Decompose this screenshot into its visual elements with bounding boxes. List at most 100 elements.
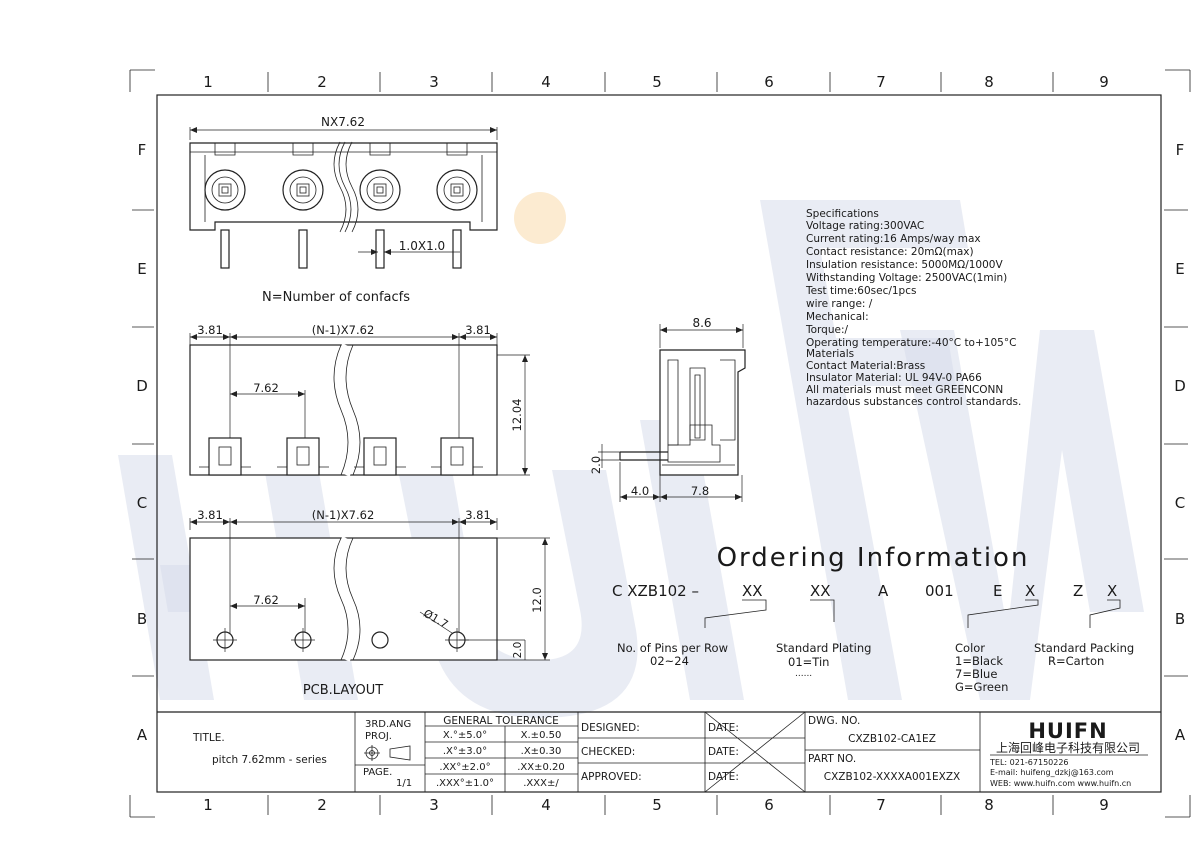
company-logo: HUIFN [1028, 719, 1107, 743]
order-code-z: Z [1073, 582, 1083, 600]
zone-row-a-right: A [1175, 726, 1186, 744]
pcb-height-dim: 12.0 [530, 587, 544, 613]
pin-size-dim: 1.0X1.0 [399, 239, 445, 253]
page-label: PAGE. [363, 767, 392, 778]
spec-line: Withstanding Voltage: 2500VAC(1min) [806, 272, 1007, 284]
company-name: 上海回峰电子科技有限公司 [996, 740, 1140, 755]
front-height-dim: 12.04 [510, 399, 524, 432]
zone-col-4-bottom: 4 [541, 796, 551, 814]
zone-row-b: B [137, 610, 147, 628]
zone-col-7: 7 [876, 73, 886, 91]
pcb-layout-title: PCB.LAYOUT [303, 683, 383, 698]
spec-line: wire range: / [806, 298, 873, 310]
tolerance-linear-2: .XX±0.20 [517, 762, 565, 773]
spec-line: Contact Material:Brass [806, 360, 925, 372]
spec-line: Operating temperature:-40°C to+105°C [806, 337, 1016, 349]
screw-square-inner [376, 186, 384, 194]
spec-line: Current rating:16 Amps/way max [806, 233, 981, 245]
screw-square-inner [453, 186, 461, 194]
sheet-border [129, 69, 1191, 818]
spec-line: Insulator Material: UL 94V-0 PA66 [806, 372, 982, 384]
spec-line: Mechanical: [806, 311, 869, 323]
zone-row-e-right: E [1175, 260, 1184, 278]
pcb-left-dim: 3.81 [197, 508, 223, 522]
zone-ticks [132, 72, 1188, 815]
zone-row-e: E [137, 260, 146, 278]
color-green: G=Green [955, 680, 1008, 694]
tolerance-angle-2: .XX°±2.0° [439, 762, 490, 773]
pcb-hole [371, 631, 389, 649]
spec-line: Specifications [806, 208, 879, 220]
tolerance-angle-0: X.°±5.0° [443, 730, 487, 741]
color-black: 1=Black [955, 654, 1003, 668]
zone-row-c: C [137, 494, 147, 512]
front-mid-dim: (N-1)X7.62 [312, 323, 375, 337]
tolerance-linear-3: .XXX±/ [523, 778, 559, 789]
top-view: NX7.62 1.0X1.0 N=Number of confacfs [189, 115, 498, 305]
terminal-slot [369, 143, 391, 156]
tolerance-header: GENERAL TOLERANCE [443, 715, 559, 727]
side-left-dim: 4.0 [631, 484, 649, 498]
plating-label: Standard Plating [776, 641, 871, 655]
wire-entry [286, 437, 320, 476]
packing-label: Standard Packing [1034, 641, 1134, 655]
zone-col-9-bottom: 9 [1099, 796, 1109, 814]
tolerance-angle-3: .XXX°±1.0° [436, 778, 494, 789]
terminal-slot [214, 143, 236, 156]
pcb-hole-centerline [291, 628, 315, 652]
zone-col-1: 1 [203, 73, 213, 91]
zone-row-d-right: D [1174, 377, 1186, 395]
title-value: pitch 7.62mm - series [212, 754, 327, 766]
pcb-hole-centerline [213, 628, 237, 652]
zone-row-f: F [138, 141, 147, 159]
date-label-approved: DATE: [708, 771, 739, 783]
wire-entry [208, 437, 242, 476]
side-view: 8.6 2.0 4.0 7.8 [589, 316, 746, 502]
screw-ring [366, 176, 394, 204]
pcb-pitch-dim: 7.62 [253, 593, 279, 607]
zone-col-1-bottom: 1 [203, 796, 213, 814]
date-label-designed: DATE: [708, 722, 739, 734]
front-view: 3.81 (N-1)X7.62 3.81 7.62 12.04 [189, 323, 530, 477]
screw-square [218, 183, 232, 197]
company-web: WEB: www.huifn.com www.huifn.cn [990, 779, 1131, 788]
zone-col-5-bottom: 5 [652, 796, 662, 814]
specifications: Specifications Voltage rating:300VAC Cur… [805, 208, 1021, 408]
pcb-layout-view: 3.81 (N-1)X7.62 3.81 7.62 Ø1.7 12.0 2.0 … [189, 508, 550, 698]
side-right-dim: 7.8 [691, 484, 709, 498]
ordering-information: Ordering Information C XZB102 – XX XX A … [612, 543, 1134, 694]
packing-value: R=Carton [1048, 654, 1104, 668]
terminal-slot [292, 143, 314, 156]
ordering-title: Ordering Information [717, 543, 1030, 573]
order-code-plating: XX [810, 582, 831, 600]
screw-square-inner [221, 186, 229, 194]
pcb-pin [298, 229, 308, 269]
contact-window [218, 446, 232, 466]
screw-head [282, 169, 324, 211]
zone-col-3-bottom: 3 [429, 796, 439, 814]
order-code-pins: XX [742, 582, 763, 600]
pcb-offset-dim: 2.0 [512, 642, 524, 659]
pin-count-note: N=Number of confacfs [262, 290, 410, 305]
spec-line: Insulation resistance: 5000MΩ/1000V [806, 259, 1003, 271]
zone-col-3: 3 [429, 73, 439, 91]
order-code-color: X [1025, 582, 1035, 600]
zone-row-f-right: F [1176, 141, 1185, 159]
side-pin-dim: 2.0 [589, 456, 603, 474]
screw-ring [211, 176, 239, 204]
zone-col-2-bottom: 2 [317, 796, 327, 814]
tolerance-angle-1: .X°±3.0° [443, 746, 487, 757]
terminal-slot [446, 143, 468, 156]
zone-col-6: 6 [764, 73, 774, 91]
contact-window [450, 446, 464, 466]
front-left-dim: 3.81 [197, 323, 223, 337]
zone-col-6-bottom: 6 [764, 796, 774, 814]
tolerance-linear-0: X.±0.50 [521, 730, 562, 741]
screw-square [450, 183, 464, 197]
front-pitch-dim: 7.62 [253, 381, 279, 395]
date-label-checked: DATE: [708, 746, 739, 758]
pcb-pin [452, 229, 462, 269]
spec-line: Materials [806, 348, 854, 360]
zone-col-9: 9 [1099, 73, 1109, 91]
